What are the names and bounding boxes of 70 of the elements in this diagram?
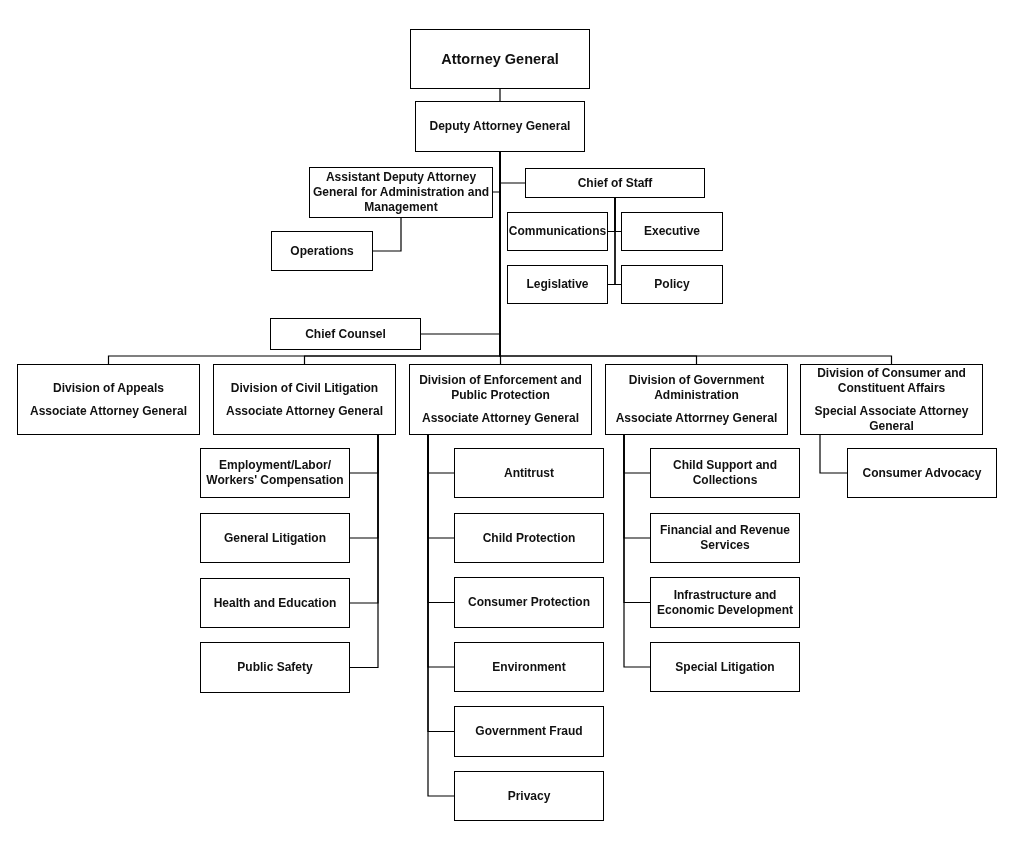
unit-title: Special Associate Attorney General [813,403,970,434]
unit-name: Legislative [526,277,589,292]
org-unit-box [271,231,373,271]
unit-name: Attorney General [441,49,559,69]
org-unit-box [621,212,723,251]
unit-name: Employment/Labor/ Workers' Compensation [205,458,345,488]
unit-name: Environment [492,659,566,675]
unit-name: Public Safety [237,660,313,675]
unit-title: Associate Attorrney General [615,411,778,426]
unit-name: Financial and Revenue Services [658,523,791,553]
division-box [409,364,592,435]
unit-name: Government Fraud [475,724,583,739]
division-box [213,364,396,435]
unit-name: Consumer Protection [468,595,590,610]
division-box [17,364,200,435]
division-box [605,364,788,435]
org-unit-box [454,771,604,821]
unit-name: Antitrust [504,465,554,481]
unit-name: Policy [654,277,690,292]
org-unit-box [270,318,421,350]
unit-title: Associate Attorney General [422,411,579,426]
unit-name: Operations [290,243,354,259]
unit-title: Associate Attorney General [30,403,187,419]
org-unit-box [621,265,723,304]
org-unit-box [847,448,997,498]
unit-name: Special Litigation [675,659,775,675]
org-unit-box [454,448,604,498]
unit-name: Division of Consumer and Constituent Affairs [816,365,967,396]
org-unit-box [200,578,350,628]
unit-name: Child Protection [482,530,576,546]
connector-line [819,434,848,474]
org-unit-box [200,642,350,693]
org-unit-box [650,642,800,692]
org-unit-box [650,513,800,563]
unit-title: Associate Attorney General [226,403,383,419]
org-unit-box [454,577,604,628]
unit-name: Executive [643,224,700,239]
org-unit-box [415,101,585,152]
connector-line [349,434,379,669]
org-unit-box [454,513,604,563]
connector-line [499,88,501,102]
unit-name: Child Support and Collections [672,458,778,488]
unit-name: Chief of Staff [577,175,653,191]
unit-name: General Litigation [224,530,326,546]
org-unit-box [200,513,350,563]
connector-line [372,217,402,252]
unit-name: Consumer Advocacy [862,465,982,481]
unit-name: Division of Civil Litigation [230,380,379,396]
org-unit-box [525,168,705,198]
org-unit-box [200,448,350,498]
unit-name: Division of Appeals [53,380,164,396]
org-unit-box [507,265,608,304]
unit-name: Communications [508,224,607,239]
unit-name: Deputy Attorney General [429,119,571,134]
org-unit-box [454,642,604,692]
unit-name: Chief Counsel [305,326,386,342]
unit-name: Privacy [507,788,551,804]
unit-name: Division of Enforcement and Public Protection [418,373,583,403]
unit-name: Health and Education [213,595,337,611]
unit-name: Assistant Deputy Attorney General for Administration and Management [312,170,490,215]
org-unit-box [650,577,800,628]
org-unit-box [410,29,590,89]
org-unit-box [454,706,604,757]
unit-name: Infrastructure and Economic Development [656,587,794,618]
org-unit-box [650,448,800,498]
connector-line [623,434,651,668]
connector-line [614,197,622,286]
unit-name: Division of Government Administration [627,373,766,403]
org-unit-box [507,212,608,251]
division-box [800,364,983,435]
